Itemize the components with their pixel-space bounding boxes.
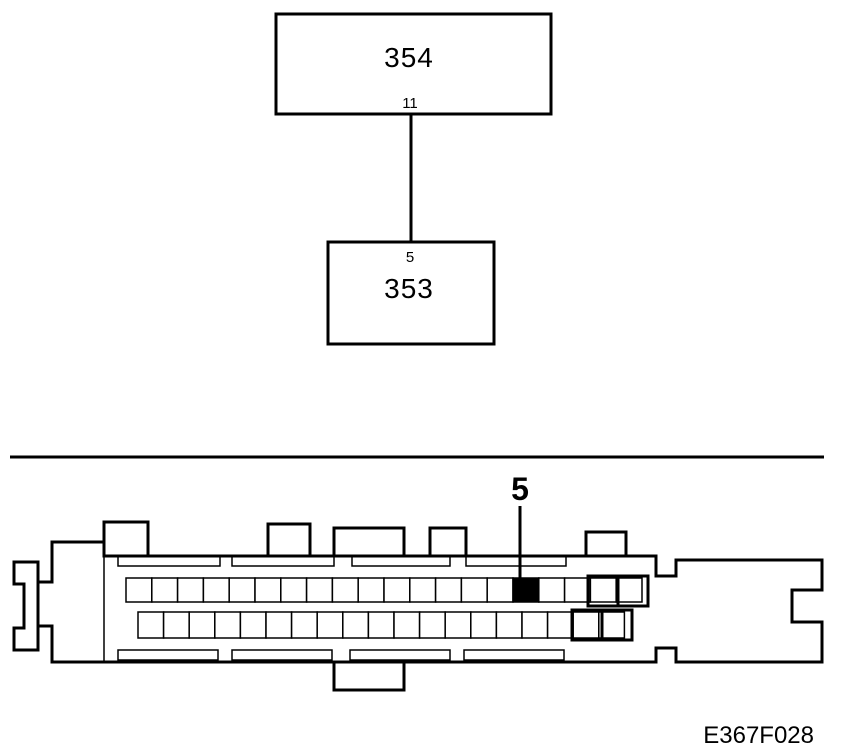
pin-cavity-highlighted: [512, 577, 540, 603]
bottom-latch-3: [349, 649, 451, 661]
pin-cavity: [357, 577, 385, 603]
pin-cavity: [409, 577, 437, 603]
top-key-1: [102, 520, 150, 556]
pin-cavity: [176, 577, 205, 603]
pin-cavity: [316, 611, 344, 639]
pin-cavity: [151, 577, 179, 603]
pin-row-1: [125, 577, 643, 603]
pin-cavity: [265, 611, 293, 639]
pin-cavity: [125, 577, 153, 603]
pin-cavity: [434, 577, 463, 603]
pin-cavity: [486, 577, 514, 603]
top-latch-4: [465, 555, 567, 567]
pin-cavity-aux: [600, 608, 634, 642]
component-353-pin: 5: [406, 249, 414, 266]
figure-reference-code: E367F028: [703, 722, 814, 749]
connector-outline: [12, 540, 824, 664]
pin-cavity: [162, 611, 190, 639]
component-353-label: 353: [384, 273, 434, 304]
component-354-label: 354: [384, 42, 434, 73]
pin-cavity: [470, 611, 498, 639]
pin-row-2: [137, 611, 626, 639]
pin-cavity: [188, 611, 216, 639]
top-latch-1: [117, 555, 221, 567]
component-353-box: [326, 240, 496, 346]
pin-cavity: [444, 611, 472, 639]
pin-cavity: [228, 577, 256, 603]
pin-cavity: [418, 611, 446, 639]
top-key-4: [428, 526, 468, 556]
top-key-5: [584, 530, 628, 556]
pin-cavity: [589, 577, 617, 603]
component-354-pin: 11: [402, 95, 418, 112]
pin-cavity: [290, 611, 318, 639]
pin-cavity: [239, 611, 267, 639]
pin-cavity: [495, 611, 523, 639]
pin-cavity: [214, 611, 242, 639]
pin-cavity: [305, 577, 334, 603]
bottom-latch-4: [463, 649, 565, 661]
bottom-latch-1: [117, 649, 219, 661]
pin-cavity-aux: [616, 574, 650, 608]
component-354-box: [274, 12, 553, 116]
bottom-key: [332, 662, 406, 692]
pin-cavity: [254, 577, 282, 603]
pin-cavity: [572, 611, 600, 639]
pin-cavity: [342, 611, 370, 639]
top-key-2: [266, 522, 312, 556]
pin-cavity: [393, 611, 421, 639]
connector-housing: [12, 520, 824, 692]
pin-cavity: [280, 577, 308, 603]
pin-cavity: [521, 611, 549, 639]
pin-cavity: [137, 611, 165, 639]
top-latch-3: [351, 555, 451, 567]
connector-callout-label: 5: [511, 471, 529, 507]
top-key-3: [332, 526, 406, 556]
pin-cavity: [538, 577, 566, 603]
top-latch-2: [231, 555, 335, 567]
bottom-latch-2: [231, 649, 333, 661]
pin-cavity: [331, 577, 359, 603]
pin-cavity: [367, 611, 395, 639]
component-354: 354 11: [274, 12, 553, 116]
pin-cavity: [615, 577, 643, 603]
pin-cavity: [460, 577, 488, 603]
pin-cavity: [546, 611, 574, 639]
pin-cavity: [383, 577, 411, 603]
component-353: 5 353: [326, 240, 496, 346]
pin-cavity: [202, 577, 230, 603]
